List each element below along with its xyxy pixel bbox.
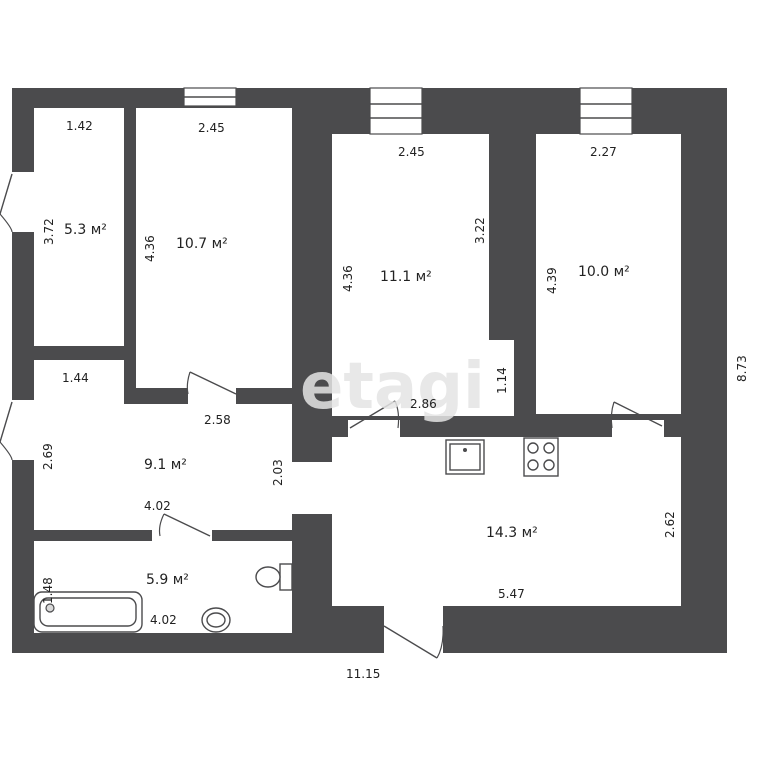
dim-overall-height: 8.73 <box>735 355 749 382</box>
area-storage: 5.3 м² <box>64 222 107 238</box>
room-kitchen <box>332 420 681 626</box>
entrance-opening <box>384 626 443 653</box>
door-left-1 <box>0 173 13 233</box>
passage-hall-kitchen <box>292 462 332 514</box>
dim-bedroom2-width: 2.45 <box>398 145 425 159</box>
dim-hall-height: 2.69 <box>41 443 55 470</box>
bathtub-icon <box>33 591 143 633</box>
dim-overall-width: 11.15 <box>346 667 380 681</box>
dim-bedroom3-width: 2.27 <box>590 145 617 159</box>
dim-bedroom1-width: 2.45 <box>198 121 225 135</box>
left-door-opening-1 <box>12 172 34 232</box>
room-storage <box>34 108 124 346</box>
area-bedroom-2: 11.1 м² <box>380 269 432 285</box>
dim-bedroom1-height: 4.36 <box>143 235 157 262</box>
dim-kitchen-width: 5.47 <box>498 587 525 601</box>
door-bedroom-1 <box>186 371 237 395</box>
dim-hall-right: 2.03 <box>271 459 285 486</box>
room-bedroom-1 <box>136 108 292 388</box>
dim-storage-height: 3.72 <box>42 218 56 245</box>
washbasin-icon <box>201 607 231 633</box>
door-left-2 <box>0 401 13 461</box>
passage-hall-bathroom <box>152 530 212 541</box>
area-hall: 9.1 м² <box>144 457 187 473</box>
dim-bathroom-width: 4.02 <box>150 613 177 627</box>
sink-icon <box>445 439 485 475</box>
dim-bedroom3-height: 4.39 <box>545 267 559 294</box>
window-bedroom-2 <box>369 87 423 135</box>
toilet-icon <box>255 563 293 591</box>
door-bedroom-3 <box>610 401 663 429</box>
dim-bedroom2-bottom: 2.86 <box>410 397 437 411</box>
dim-hall-mid: 2.58 <box>204 413 231 427</box>
area-bedroom-3: 10.0 м² <box>578 264 630 280</box>
door-entrance <box>383 625 444 659</box>
door-bedroom-2 <box>349 400 400 429</box>
area-bathroom: 5.9 м² <box>146 572 189 588</box>
dim-bedroom2-side: 3.22 <box>473 217 487 244</box>
dim-hall-width: 1.44 <box>62 371 89 385</box>
dim-kitchen-height: 2.62 <box>663 511 677 538</box>
room-hall <box>34 360 292 530</box>
door-bathroom <box>158 513 211 537</box>
left-door-opening-2 <box>12 400 34 460</box>
dim-storage-width: 1.42 <box>66 119 93 133</box>
stove-icon <box>523 437 559 477</box>
room-bedroom-2 <box>332 134 514 416</box>
dim-bathroom-height: 1.48 <box>41 577 55 604</box>
area-bedroom-1: 10.7 м² <box>176 236 228 252</box>
watermark: etagi <box>300 350 485 424</box>
window-bedroom-3 <box>579 87 633 135</box>
room-bedroom-3 <box>536 134 681 414</box>
dim-hall-bottom: 4.02 <box>144 499 171 513</box>
dim-bedroom2-notch: 1.14 <box>495 367 509 394</box>
dim-bedroom2-height: 4.36 <box>341 265 355 292</box>
passage-bedroom1-hall <box>188 386 236 404</box>
area-kitchen: 14.3 м² <box>486 525 538 541</box>
